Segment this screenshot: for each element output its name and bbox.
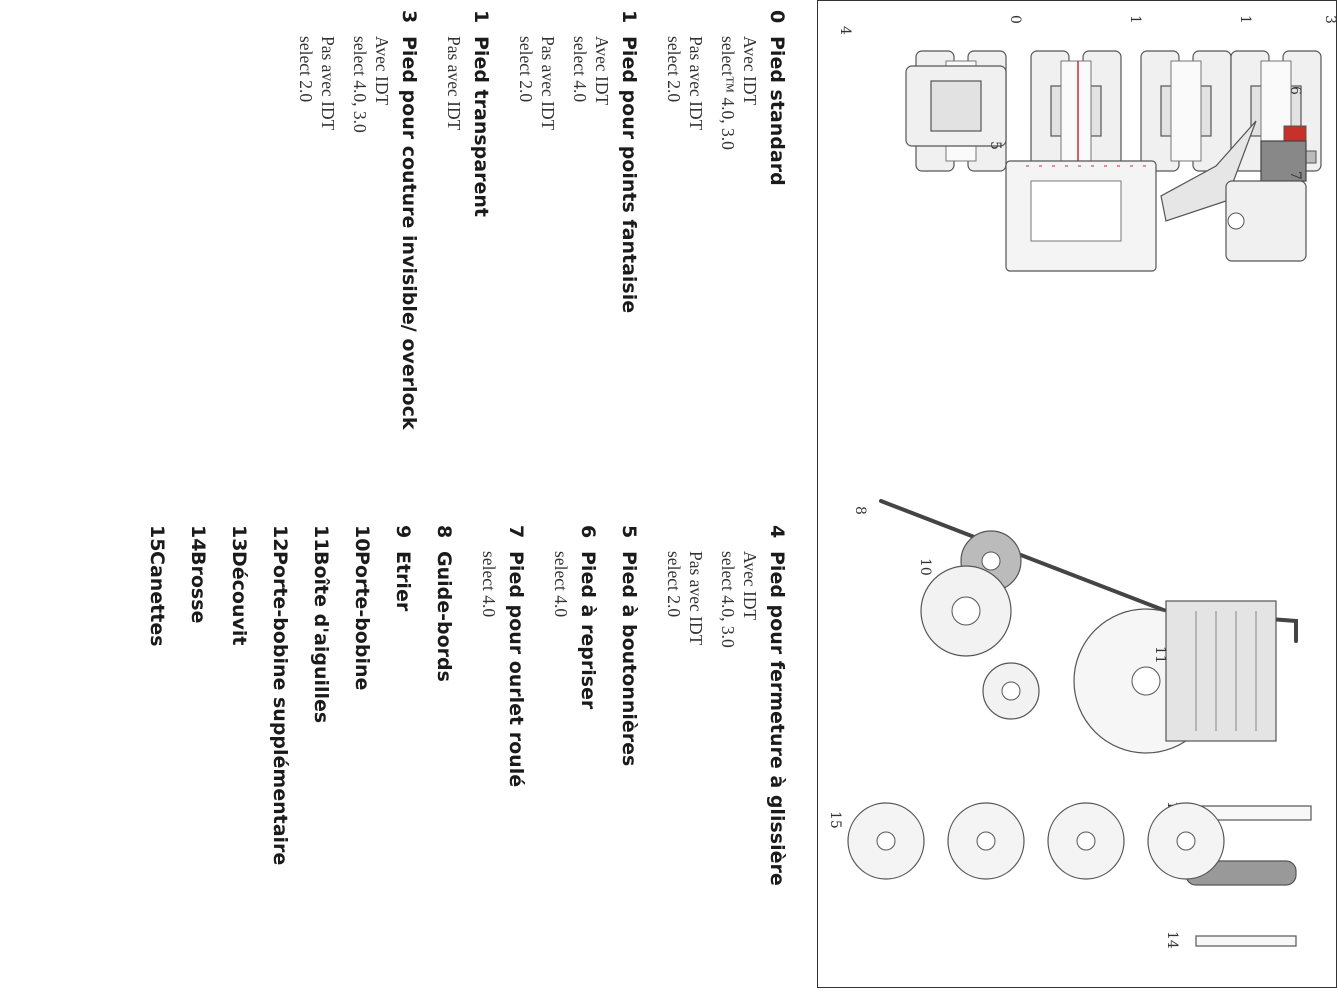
entry-line: Pas avec IDT bbox=[444, 36, 464, 131]
entry-line: select 4.0, 3.0 bbox=[718, 551, 738, 648]
label-1a: 1 bbox=[1127, 15, 1143, 24]
entry-number: 3 bbox=[398, 10, 420, 24]
foot-1b-drawing: 1 bbox=[1140, 15, 1253, 172]
label-14: 14 bbox=[1164, 931, 1180, 949]
label-4: 4 bbox=[837, 26, 853, 35]
entry-line: select 2.0 bbox=[296, 36, 316, 103]
accessories-illustration: 0 1 1 3 4 bbox=[817, 0, 1337, 988]
label-0: 0 bbox=[1007, 15, 1023, 24]
entry-title: Pied transparent bbox=[470, 36, 492, 217]
entry-title: Découvit bbox=[228, 551, 250, 646]
entry-number: 13 bbox=[228, 525, 250, 552]
foot-1a-drawing: 1 bbox=[1030, 15, 1143, 172]
entry-title: Brosse bbox=[187, 551, 209, 624]
label-3: 3 bbox=[1322, 15, 1336, 24]
foot-5-drawing: 5 bbox=[987, 141, 1157, 272]
entry-line: Pas avec IDT bbox=[318, 36, 338, 131]
entry-title: Pied pour ourlet roulé bbox=[505, 551, 527, 788]
spool-cap-drawing: 10 bbox=[917, 558, 1040, 720]
label-8: 8 bbox=[852, 506, 868, 515]
entry-title: Guide-bords bbox=[433, 551, 455, 682]
entry-line: Pas avec IDT bbox=[538, 36, 558, 131]
entry-number: 11 bbox=[310, 525, 332, 552]
entry-title: Canettes bbox=[146, 551, 168, 647]
label-1b: 1 bbox=[1237, 15, 1253, 24]
entry-line: select™ 4.0, 3.0 bbox=[718, 36, 738, 150]
entry-number: 1 bbox=[470, 10, 492, 24]
entry-number: 4 bbox=[766, 525, 788, 539]
entry-number: 12 bbox=[269, 525, 291, 552]
entry-title: Pied pour points fantaisie bbox=[618, 36, 640, 314]
bobbins-drawing: 15 bbox=[827, 802, 1225, 880]
brush-drawing: 14 bbox=[1164, 931, 1297, 949]
foot-7-drawing: 7 bbox=[1225, 171, 1307, 262]
label-11: 11 bbox=[1152, 646, 1168, 664]
entry-line: select 2.0 bbox=[516, 36, 536, 103]
entry-line: Avec IDT bbox=[740, 36, 760, 106]
accessories-drawing: 0 1 1 3 4 bbox=[827, 15, 1336, 949]
entry-number: 1 bbox=[618, 10, 640, 24]
entry-number: 0 bbox=[766, 10, 788, 24]
entry-line: select 4.0 bbox=[570, 36, 590, 103]
entry-number: 7 bbox=[505, 525, 527, 539]
entry-title: Boîte d'aiguilles bbox=[310, 551, 332, 724]
entry-line: select 2.0 bbox=[664, 36, 684, 103]
entry-line: Avec IDT bbox=[372, 36, 392, 106]
entry-line: Pas avec IDT bbox=[686, 551, 706, 646]
entry-number: 9 bbox=[392, 525, 414, 539]
entry-title: Pied pour fermeture à glissière bbox=[766, 551, 788, 886]
entry-line: Avec IDT bbox=[592, 36, 612, 106]
entry-number: 14 bbox=[187, 525, 209, 552]
entry-number: 6 bbox=[577, 525, 599, 539]
entry-line: Avec IDT bbox=[740, 551, 760, 621]
label-5: 5 bbox=[987, 141, 1003, 150]
entry-number: 15 bbox=[146, 525, 168, 552]
entry-title: Pied pour couture invisible/ overlock bbox=[398, 36, 420, 430]
label-7: 7 bbox=[1287, 171, 1303, 180]
foot-0-drawing: 0 bbox=[915, 15, 1023, 172]
entry-title: Porte-bobine supplémentaire bbox=[269, 551, 291, 866]
label-6: 6 bbox=[1287, 86, 1303, 95]
entry-number: 8 bbox=[433, 525, 455, 539]
entry-line: Pas avec IDT bbox=[686, 36, 706, 131]
entry-line: select 4.0 bbox=[551, 551, 571, 618]
entry-title: Pied standard bbox=[766, 36, 788, 186]
entry-title: Porte-bobine bbox=[351, 551, 373, 691]
entry-line: select 4.0, 3.0 bbox=[350, 36, 370, 133]
entry-title: Pied à boutonnières bbox=[618, 551, 640, 767]
foot-4-drawing: 4 bbox=[837, 26, 1007, 147]
label-15: 15 bbox=[827, 811, 843, 829]
needle-box-drawing: 11 bbox=[1152, 600, 1277, 742]
entry-line: select 4.0 bbox=[479, 551, 499, 618]
entry-number: 10 bbox=[351, 525, 373, 552]
label-10: 10 bbox=[917, 558, 933, 576]
entry-title: Etrier bbox=[392, 551, 414, 612]
entry-title: Pied à repriser bbox=[577, 551, 599, 710]
entry-number: 5 bbox=[618, 525, 640, 539]
entry-line: select 2.0 bbox=[664, 551, 684, 618]
